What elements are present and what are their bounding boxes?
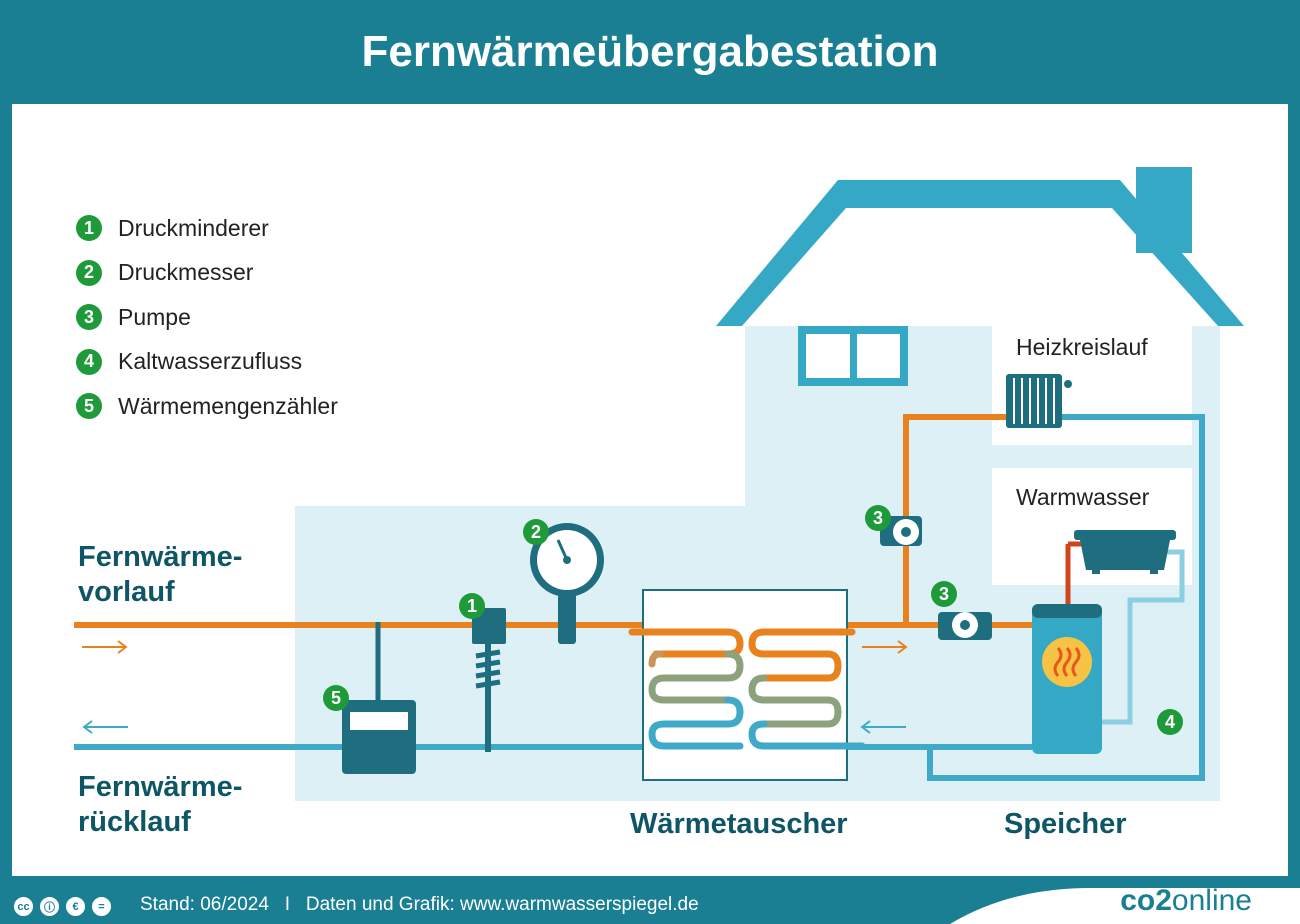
waermemengenzaehler xyxy=(342,622,416,774)
footer: cc ⓘ € = Stand: 06/2024 I Daten und Graf… xyxy=(0,876,1300,924)
vorlauf-label-line1: Fernwärme- xyxy=(78,541,243,573)
nc-icon: € xyxy=(64,895,87,918)
legend-item: 2 Druckmesser xyxy=(76,251,338,296)
legend: 1 Druckminderer 2 Druckmesser 3 Pumpe 4 Kalt… xyxy=(76,206,338,429)
legend-label: Druckminderer xyxy=(118,214,269,241)
cold-pipes xyxy=(74,414,1205,781)
page-title: Fernwärmeübergabestation xyxy=(361,27,939,76)
heizkoerper xyxy=(1006,374,1072,428)
legend-label: Wärmemengenzähler xyxy=(118,392,338,419)
chimney xyxy=(1136,167,1192,253)
by-icon: ⓘ xyxy=(38,895,61,918)
cold-water-pipe xyxy=(1100,549,1185,725)
legend-badge: 4 xyxy=(76,348,102,375)
pumpe-oben xyxy=(880,516,922,546)
marker-pumpe-oben: 3 xyxy=(873,508,883,528)
legend-label: Druckmesser xyxy=(118,259,254,286)
co2online-logo[interactable]: co2online xyxy=(1120,884,1252,918)
speicher-label: Speicher xyxy=(1004,808,1127,840)
marker-badges: 1 2 3 3 4 5 xyxy=(323,505,1183,735)
speicher xyxy=(1032,604,1102,754)
waermetauscher xyxy=(628,589,866,781)
legend-badge: 2 xyxy=(76,259,102,286)
legend-label: Kaltwasserzufluss xyxy=(118,348,303,375)
nd-icon: = xyxy=(90,895,113,918)
vorlauf-label-line2: vorlauf xyxy=(78,576,175,608)
footer-source: Stand: 06/2024 I Daten und Grafik: www.w… xyxy=(140,894,699,915)
heizkreislauf-label: Heizkreislauf xyxy=(1016,334,1148,360)
legend-badge: 5 xyxy=(76,393,102,420)
ruecklauf-label-line2: rücklauf xyxy=(78,806,191,838)
legend-item: 5 Wärmemengenzähler xyxy=(76,384,338,429)
logo-bold: co2 xyxy=(1120,884,1172,917)
legend-item: 1 Druckminderer xyxy=(76,206,338,251)
marker-zaehler: 5 xyxy=(331,688,341,708)
ruecklauf-label: Fernwärme- rücklauf xyxy=(78,770,242,840)
marker-kaltwasser: 4 xyxy=(1165,712,1175,732)
legend-item: 4 Kaltwasserzufluss xyxy=(76,340,338,385)
hot-pipes xyxy=(74,414,1034,628)
legend-item: 3 Pumpe xyxy=(76,295,338,340)
logo-background xyxy=(950,888,1300,924)
pumpe-unten xyxy=(938,612,992,640)
heating-diagram: 1 2 3 3 4 5 xyxy=(74,167,1244,801)
license-icons: cc ⓘ € = xyxy=(12,895,113,918)
marker-druckminderer: 1 xyxy=(467,596,477,616)
badewanne xyxy=(1074,530,1176,574)
legend-badge: 1 xyxy=(76,215,102,242)
diagram-panel: 1 2 3 3 4 5 1 Druckminderer 2 Druckmesser … xyxy=(12,104,1288,876)
house-window xyxy=(798,326,908,386)
vorlauf-label: Fernwärme- vorlauf xyxy=(78,540,242,610)
druckminderer xyxy=(472,608,506,752)
flow-arrow-waermetauscher-in xyxy=(860,720,906,734)
warmwasser-label: Warmwasser xyxy=(1016,484,1150,510)
flow-arrow-vorlauf xyxy=(82,640,128,654)
marker-pumpe-unten: 3 xyxy=(939,584,949,604)
legend-badge: 3 xyxy=(76,304,102,331)
house-background xyxy=(295,326,1220,801)
druckmesser xyxy=(530,523,604,644)
waermetauscher-label: Wärmetauscher xyxy=(630,808,848,840)
logo-thin: online xyxy=(1171,884,1252,917)
legend-label: Pumpe xyxy=(118,303,191,330)
flow-arrow-waermetauscher-out xyxy=(862,640,908,654)
ruecklauf-label-line1: Fernwärme- xyxy=(78,771,243,803)
marker-druckmesser: 2 xyxy=(531,522,541,542)
cc-icon: cc xyxy=(12,895,35,918)
flow-arrow-ruecklauf xyxy=(82,720,128,734)
